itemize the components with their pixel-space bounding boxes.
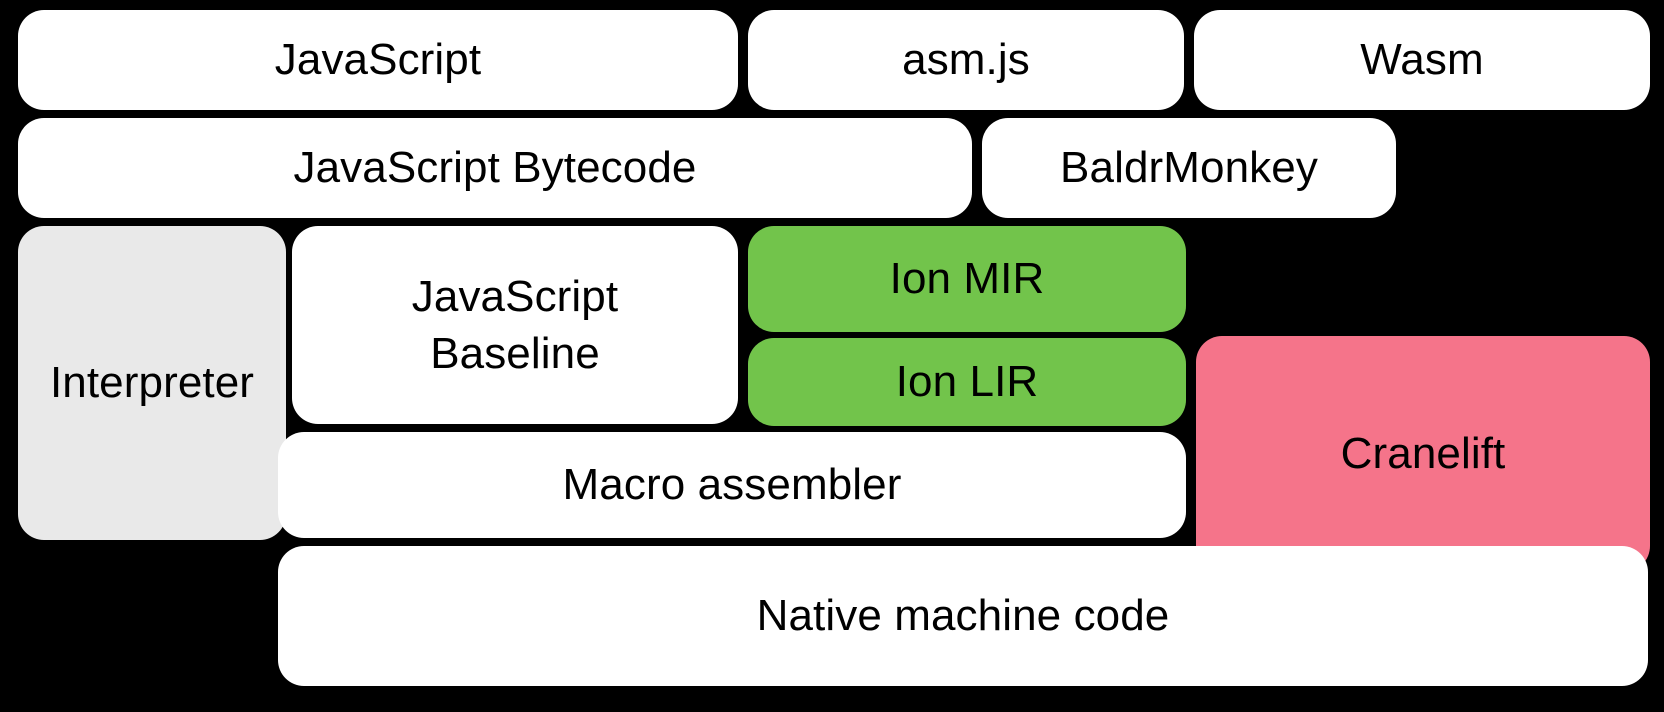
node-cranelift[interactable]: Cranelift [1196,336,1650,572]
node-wasm[interactable]: Wasm [1194,10,1650,110]
node-interpreter[interactable]: Interpreter [18,226,286,540]
node-macro-assembler[interactable]: Macro assembler [278,432,1186,538]
node-ion-lir[interactable]: Ion LIR [748,338,1186,426]
node-native-machine-code[interactable]: Native machine code [278,546,1648,686]
node-baldrmonkey[interactable]: BaldrMonkey [982,118,1396,218]
node-javascript-bytecode[interactable]: JavaScript Bytecode [18,118,972,218]
node-asm-js[interactable]: asm.js [748,10,1184,110]
node-javascript[interactable]: JavaScript [18,10,738,110]
node-javascript-baseline[interactable]: JavaScript Baseline [292,226,738,424]
node-ion-mir[interactable]: Ion MIR [748,226,1186,332]
